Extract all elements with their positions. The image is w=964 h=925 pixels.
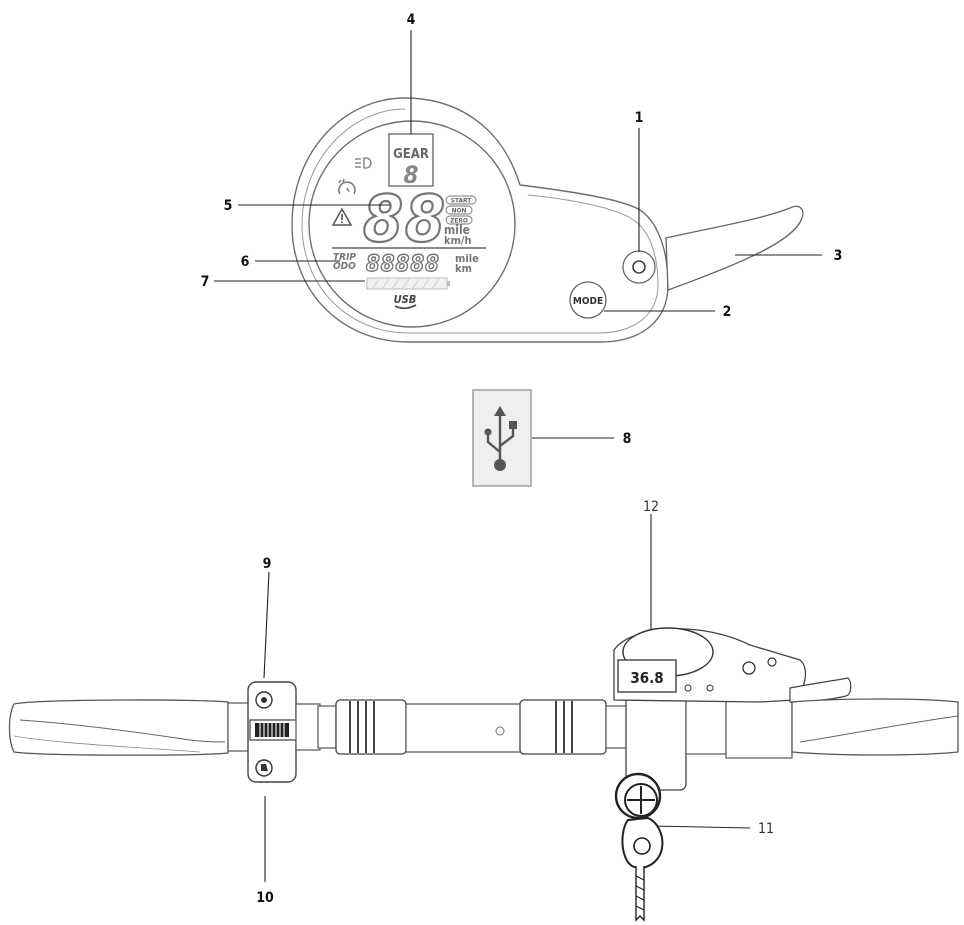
callout-3: 3 bbox=[834, 248, 843, 264]
right-control-cluster: 36.8 bbox=[613, 627, 852, 791]
callout-12: 12 bbox=[643, 499, 659, 515]
callout-2: 2 bbox=[723, 304, 732, 320]
handlebar: 36.8 bbox=[8, 627, 959, 922]
odo-unit-km: km bbox=[455, 262, 472, 275]
callout-6: 6 bbox=[241, 254, 250, 270]
zero-badge: ZERO bbox=[450, 217, 468, 225]
power-icon bbox=[632, 260, 646, 274]
odo-unit-mile: mile bbox=[455, 252, 479, 265]
odometer-digits: 88888 bbox=[366, 252, 440, 277]
callout-11: 11 bbox=[758, 821, 774, 837]
callout-7: 7 bbox=[201, 274, 210, 290]
speed-unit-mile: mile bbox=[444, 223, 470, 237]
mode-button-label: MODE bbox=[573, 296, 603, 307]
left-grip bbox=[8, 699, 229, 756]
mini-display-value: 36.8 bbox=[630, 669, 663, 687]
display-screen bbox=[308, 120, 516, 328]
trip-label: TRIP bbox=[333, 252, 356, 263]
headlight-icon bbox=[355, 157, 372, 169]
gear-indicator: GEAR 8 bbox=[388, 133, 434, 189]
cruise-control-icon bbox=[338, 178, 356, 195]
status-badges: START NON ZERO bbox=[445, 195, 477, 225]
usb-label: USB bbox=[394, 293, 417, 306]
gear-digit: 8 bbox=[403, 161, 418, 189]
callout-10: 10 bbox=[256, 890, 274, 906]
display-unit: GEAR 8 88 START NON ZERO bbox=[291, 97, 804, 343]
mini-display-screen bbox=[617, 659, 677, 693]
key-lock[interactable] bbox=[614, 772, 664, 922]
callout-4: 4 bbox=[407, 12, 416, 28]
throttle-lever[interactable] bbox=[665, 205, 804, 291]
non-badge: NON bbox=[452, 207, 467, 215]
callout-9: 9 bbox=[263, 556, 272, 572]
speed-digits: 88 bbox=[363, 183, 447, 257]
warning-icon bbox=[331, 207, 353, 226]
speed-unit-kmh: km/h bbox=[444, 234, 472, 247]
start-badge: START bbox=[451, 197, 471, 205]
gear-label: GEAR bbox=[393, 147, 429, 162]
callout-lines bbox=[214, 30, 822, 882]
power-button[interactable] bbox=[622, 250, 656, 284]
callout-5: 5 bbox=[224, 198, 233, 214]
usb-port bbox=[472, 389, 532, 487]
mode-button[interactable]: MODE bbox=[569, 281, 607, 319]
callout-8: 8 bbox=[623, 431, 632, 447]
battery-bar bbox=[366, 277, 450, 290]
usb-icon bbox=[484, 406, 517, 471]
odo-label: ODO bbox=[333, 261, 356, 272]
key-blade bbox=[635, 866, 645, 922]
display-usb-logo: USB bbox=[394, 293, 417, 310]
callout-1: 1 bbox=[635, 110, 644, 126]
left-switch-block bbox=[247, 681, 321, 783]
right-grip bbox=[791, 698, 959, 756]
